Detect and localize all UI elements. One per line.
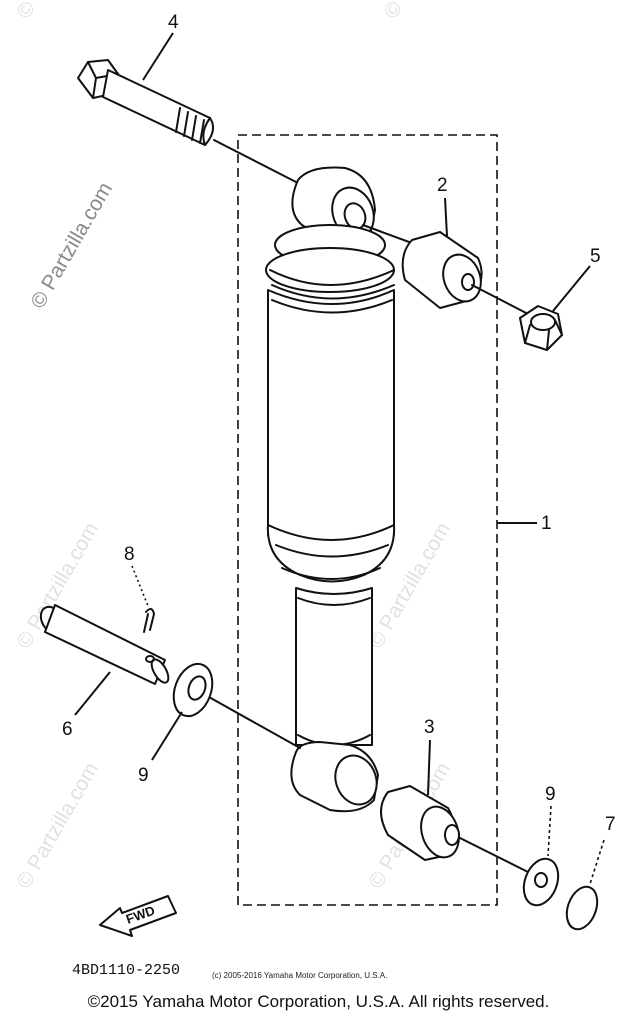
diagram-part-code: 4BD1110-2250 — [72, 962, 180, 979]
leader-3 — [427, 739, 431, 796]
leader-8 — [131, 565, 149, 607]
callout-9-right: 9 — [545, 784, 556, 805]
callout-8: 8 — [124, 544, 135, 565]
pin-part-6 — [39, 604, 170, 685]
shock-body — [265, 224, 396, 746]
bolt-part-4 — [77, 59, 297, 183]
callout-7: 7 — [605, 814, 616, 835]
washer-part-9-right — [522, 857, 560, 907]
callout-labels: 1 2 3 4 5 6 7 8 9 9 — [62, 12, 616, 835]
washer-part-7 — [565, 885, 599, 931]
watermark-main: © Partzilla.com — [26, 178, 117, 312]
watermark: © Partzilla.com — [12, 0, 103, 22]
leader-9-left — [151, 711, 183, 761]
callout-2: 2 — [437, 175, 448, 196]
bushing-part-2 — [401, 231, 531, 316]
callout-9-left: 9 — [138, 765, 149, 786]
assembly-boundary — [237, 134, 498, 906]
cotter-pin-part-8 — [143, 608, 155, 633]
leader-9-right — [547, 805, 552, 857]
nut-part-5 — [519, 305, 563, 351]
callout-3: 3 — [424, 717, 435, 738]
washer-part-9-left — [172, 662, 214, 718]
leader-2 — [444, 197, 448, 237]
callout-4: 4 — [168, 12, 179, 33]
callout-1: 1 — [541, 513, 552, 534]
leader-4 — [142, 32, 174, 81]
watermark: © Partzilla.com — [12, 758, 103, 892]
bushing-part-3 — [380, 785, 529, 873]
small-copyright: (c) 2005-2016 Yamaha Motor Corporation, … — [212, 971, 387, 980]
shock-lower-eye — [199, 691, 379, 813]
leader-7 — [589, 839, 605, 885]
leader-5 — [552, 265, 591, 312]
callout-5: 5 — [590, 246, 601, 267]
callout-6: 6 — [62, 719, 73, 740]
watermarks: © Partzilla.com © Partzilla.com © Partzi… — [12, 0, 470, 893]
forward-direction-arrow: FWD — [99, 895, 177, 937]
leader-6 — [74, 671, 111, 716]
watermark: © Partzilla.com — [379, 0, 470, 22]
footer-copyright: ©2015 Yamaha Motor Corporation, U.S.A. A… — [87, 992, 550, 1011]
